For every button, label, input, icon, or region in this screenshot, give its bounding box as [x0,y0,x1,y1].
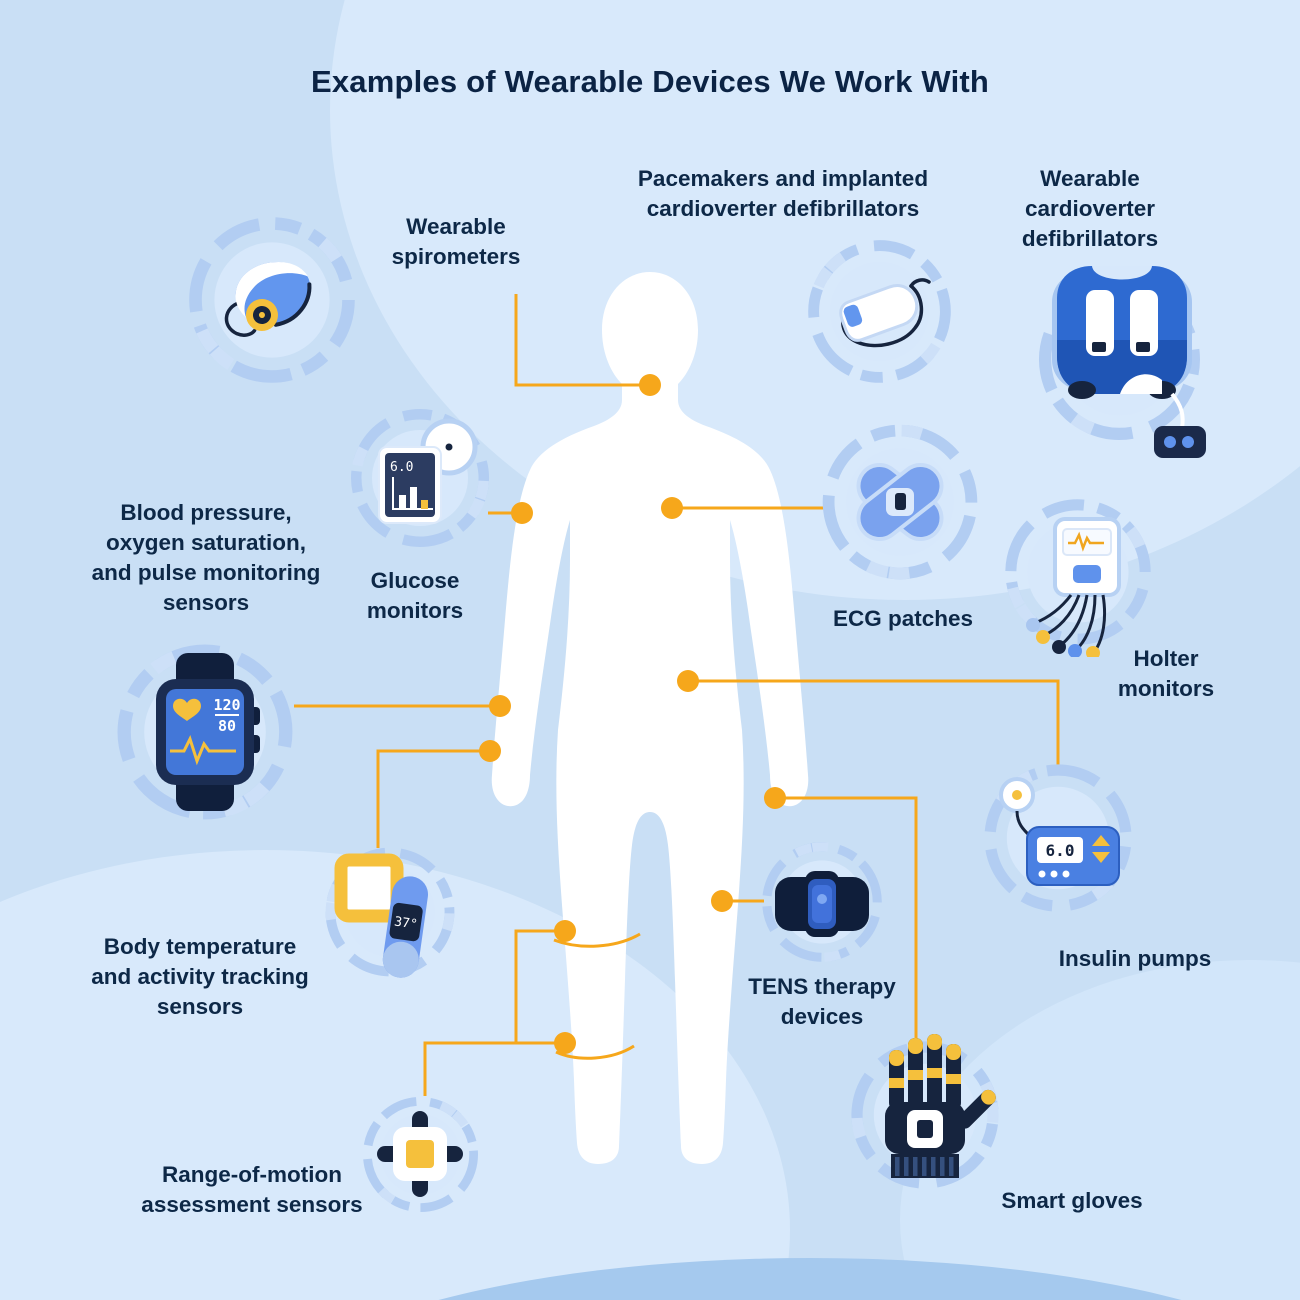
connector-rom-lower [423,1041,565,1096]
connector-spirometer [514,294,650,387]
label-insulin-pumps: Insulin pumps [1058,946,1212,971]
bp-diastolic: 80 [218,717,236,735]
device-temp-band: 37° [320,842,460,982]
pump-screen [1037,837,1083,863]
dot-forearm [479,740,501,762]
up-arrow-button [1092,835,1110,846]
dot-torso [677,670,699,692]
dot-hand [764,787,786,809]
device-insulin-pump: 6.0 [978,758,1138,918]
label-smart-gloves: Smart gloves [1001,1188,1143,1213]
device-rom-sensor [358,1092,483,1217]
tens-device-icon [775,871,869,937]
connector-temp-band [376,749,490,848]
page-title: Examples of Wearable Devices We Work Wit… [310,64,990,99]
device-smart-glove [845,1034,1005,1195]
smartwatch-icon: 120 80 [156,653,260,811]
temp-reading: 37° [393,915,418,933]
label-pacemaker: Pacemakers and implanted cardioverter de… [637,166,929,222]
sensor-core [406,1140,434,1168]
glucose-reading: 6.0 [390,460,413,475]
label-ecg-patches: ECG patches [832,606,974,631]
face-mask-icon [224,261,312,337]
device-pacemaker [802,234,957,389]
label-rom-sensors: Range-of-motion assessment sensors [141,1162,363,1218]
dot-upper-arm [511,502,533,524]
pacemaker-icon [839,278,931,348]
dot-knee-left [554,1032,576,1054]
shin-strap-arc [555,1044,635,1060]
band-screen [389,902,423,942]
insulin-reading: 6.0 [1046,841,1075,860]
thigh-strap-arc [553,932,641,948]
connector-holter-insulin [688,679,1060,766]
defib-pad-left [1086,290,1114,356]
device-holter-monitor [999,493,1157,657]
ecg-patch-icon [856,462,944,542]
device-spirometer [182,210,362,390]
device-bp-watch: 120 80 [110,637,300,827]
label-tens: TENS therapy devices [748,974,896,1030]
smart-glove-icon [885,1034,996,1178]
label-glucose: Glucose monitors [366,568,464,624]
dot-thigh-right [711,890,733,912]
glove-thumb [957,1089,996,1129]
vest-monitor-unit [1154,426,1206,458]
glucose-meter-icon: 6.0 [378,418,478,524]
holter-monitor-icon [1026,517,1121,657]
connector-smart-glove [775,796,918,1040]
device-tens [757,837,887,967]
down-arrow-button [1092,852,1110,863]
dot-chest [661,497,683,519]
dot-face [639,374,661,396]
connector-rom-upper [514,929,565,1043]
body-shape [491,272,809,1164]
label-spirometer: Wearable spirometers [391,214,521,270]
holter-screen [1062,528,1112,556]
glove-fingers [889,1034,961,1110]
defib-pad-right [1130,290,1158,356]
dot-thigh-left [554,920,576,942]
motion-sensor-icon [377,1111,463,1197]
label-defibrillator-vest: Wearable cardioverter defibrillators [1021,166,1159,252]
label-temp-sensors: Body temperature and activity tracking s… [91,934,309,1020]
insulin-pump-icon: 6.0 [999,777,1120,886]
ecg-trace [170,735,236,766]
heart-icon [173,698,201,721]
device-glucose-monitor: 6.0 [345,403,495,553]
label-holter: Holter monitors [1117,646,1215,702]
defibrillator-vest-icon [1052,266,1206,458]
device-ecg-patch [816,418,984,586]
bp-systolic: 120 [213,696,240,714]
fitness-band-icon: 37° [334,853,429,978]
label-bp-sensors: Blood pressure, oxygen saturation, and p… [91,500,321,616]
device-defibrillator-vest [1032,266,1207,458]
dot-wrist [489,695,511,717]
